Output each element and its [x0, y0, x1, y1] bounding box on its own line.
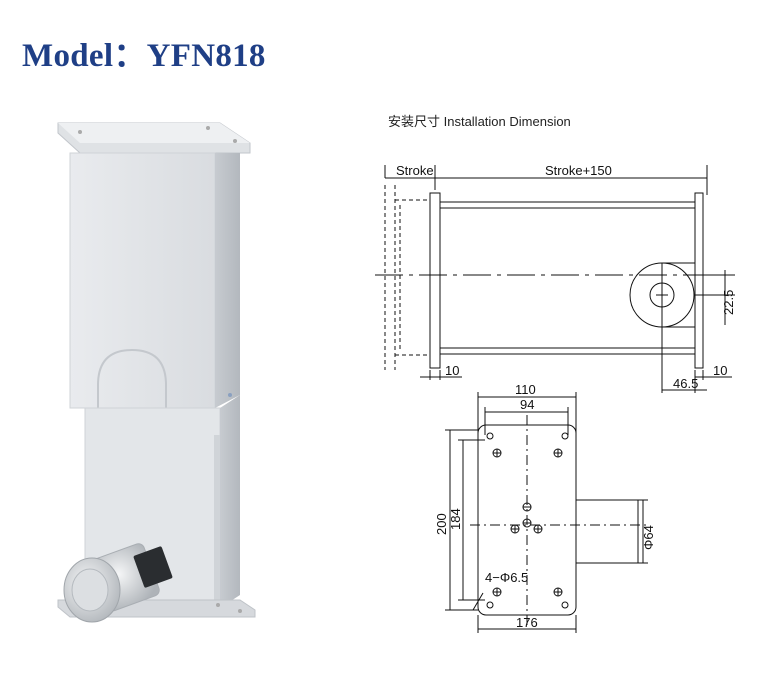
dim-46-5: 46.5 [673, 376, 698, 391]
side-view [375, 165, 735, 393]
dim-110: 110 [515, 382, 536, 397]
hole-tl [486, 432, 494, 440]
top-view [445, 392, 650, 633]
hole-bl [486, 601, 494, 609]
dim-22-5: 22.5 [721, 290, 736, 315]
dim-stroke-plus-150: Stroke+150 [545, 163, 612, 178]
installation-drawing: 安装尺寸 Installation Dimension [375, 114, 736, 633]
dim-200: 200 [434, 513, 449, 535]
hole-tr [561, 432, 569, 440]
dim-176: 176 [516, 615, 538, 630]
dim-phi64: Φ64 [641, 525, 656, 550]
dim-184: 184 [448, 508, 463, 530]
hole-br [561, 601, 569, 609]
dim-stroke: Stroke [396, 163, 434, 178]
holes-label: 4−Φ6.5 [485, 570, 528, 585]
dim-10-right: 10 [713, 363, 727, 378]
dim-94: 94 [520, 397, 534, 412]
product-image [57, 122, 256, 623]
page-title: Model：YFN818 [22, 38, 266, 74]
section-title: 安装尺寸 Installation Dimension [388, 114, 571, 129]
dim-10-left: 10 [445, 363, 459, 378]
